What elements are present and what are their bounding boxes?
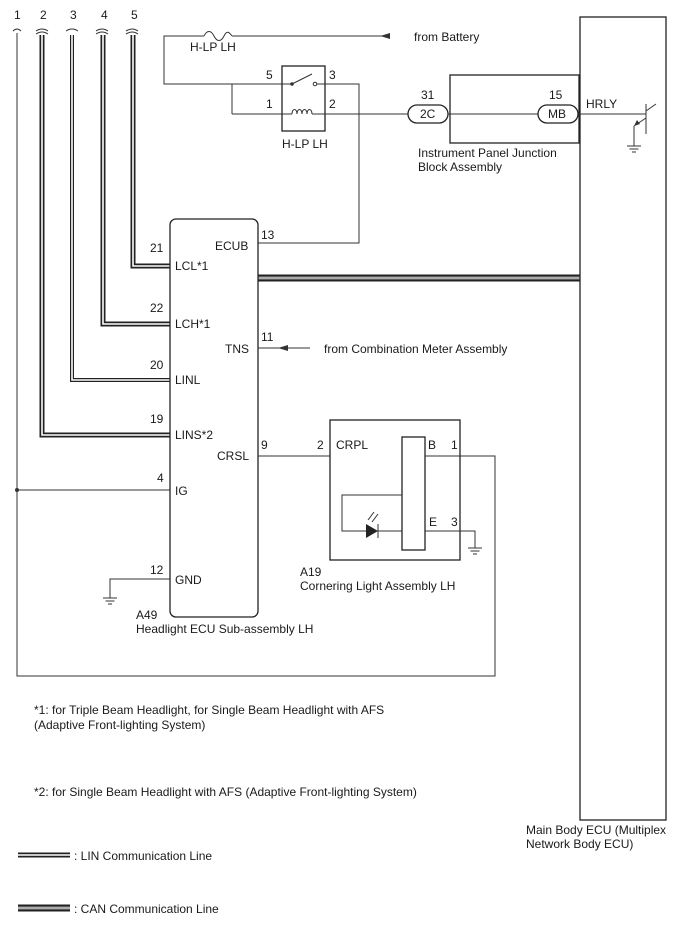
gnd-pin-num: 12 [150, 563, 164, 577]
cornering-b-num: 1 [451, 438, 458, 452]
from-battery-arrow [380, 33, 390, 39]
note-1-line-1: *1: for Triple Beam Headlight, for Singl… [34, 703, 384, 717]
relay-contact-ring [312, 81, 318, 87]
cornering-name: Cornering Light Assembly LH [300, 579, 455, 593]
ig-wire [16, 33, 496, 677]
lins-pin-num: 19 [150, 412, 164, 426]
wire-number-4: 4 [101, 8, 108, 22]
junction-pin-15: 15 [549, 88, 563, 102]
wire-number-3: 3 [70, 8, 77, 22]
junction-block-box [449, 74, 580, 144]
crpl-pin-label: CRPL [336, 438, 368, 452]
transistor-arrow [634, 120, 640, 126]
relay-pin-1: 1 [266, 97, 273, 111]
relay-pin-3: 3 [329, 68, 336, 82]
cornering-ic-box [401, 436, 426, 551]
tns-arrow [278, 345, 288, 351]
lch-pin-label: LCH*1 [175, 317, 211, 331]
cornering-e-wire [425, 530, 476, 548]
junction-name-1: Instrument Panel Junction [418, 146, 557, 160]
hrly-label: HRLY [586, 97, 617, 111]
legend-can-label: : CAN Communication Line [74, 902, 219, 916]
fuse-icon [203, 31, 233, 41]
legend-lin-label: : LIN Communication Line [74, 849, 212, 863]
junction-name-2: Block Assembly [418, 160, 502, 174]
led-icon [366, 524, 378, 538]
relay-contact-dot [290, 82, 294, 86]
lin-wire-2 [39, 35, 170, 438]
linl-wire [70, 35, 170, 382]
relay-pin-5: 5 [266, 68, 273, 82]
wire-number-5: 5 [131, 8, 138, 22]
tns-pin-num: 11 [261, 330, 274, 344]
main-body-ecu-label-2: Network Body ECU) [526, 837, 633, 851]
junction-pin-31: 31 [421, 88, 435, 102]
lch-pin-num: 22 [150, 301, 164, 315]
ground-icon-cornering [468, 547, 482, 555]
headlight-ecu-name: Headlight ECU Sub-assembly LH [136, 622, 313, 636]
wire-number-1: 1 [14, 8, 21, 22]
lins-pin-label: LINS*2 [175, 428, 213, 442]
relay-box [281, 65, 326, 132]
wire-break-marks [12, 28, 139, 35]
linl-pin-num: 20 [150, 358, 164, 372]
relay-label: H-LP LH [282, 137, 328, 151]
crpl-pin-num: 2 [317, 438, 324, 452]
lin-wire-4 [100, 35, 170, 327]
led-light-rays-icon [367, 511, 379, 523]
note-1-line-2: (Adaptive Front-lighting System) [34, 718, 205, 732]
transistor-icon [633, 103, 657, 146]
battery-feed [163, 35, 390, 115]
lcl-pin-num: 21 [150, 241, 164, 255]
lin-wire-5 [130, 35, 170, 269]
crsl-pin-num: 9 [261, 438, 268, 452]
linl-pin-label: LINL [175, 373, 201, 387]
from-battery-label: from Battery [414, 30, 479, 44]
ecub-pin-label: ECUB [215, 239, 248, 253]
ecub-pin-num: 13 [261, 228, 275, 242]
relay-pin-2: 2 [329, 97, 336, 111]
cornering-code: A19 [300, 565, 322, 579]
cornering-e-num: 3 [451, 515, 458, 529]
ground-icon-ecu [103, 597, 117, 605]
lcl-pin-label: LCL*1 [175, 259, 209, 273]
headlight-ecu-box [169, 218, 259, 618]
wire-number-2: 2 [40, 8, 47, 22]
ig-junction-dot [15, 488, 19, 492]
headlight-ecu-code: A49 [136, 608, 158, 622]
relay-coil-icon [282, 109, 325, 115]
tns-pin-label: TNS [225, 342, 249, 356]
cornering-light-box [329, 419, 461, 561]
connector-mb-label: MB [548, 107, 566, 121]
main-body-ecu-box [579, 16, 667, 821]
fuse-label: H-LP LH [190, 40, 236, 54]
gnd-wire [109, 578, 170, 598]
connector-2c-label: 2C [420, 107, 436, 121]
from-combination-label: from Combination Meter Assembly [324, 342, 507, 356]
ecub-wire [258, 83, 360, 244]
ig-pin-label: IG [175, 484, 188, 498]
relay-switch-icon [282, 73, 325, 85]
ig-pin-num: 4 [157, 471, 164, 485]
note-2: *2: for Single Beam Headlight with AFS (… [34, 785, 417, 799]
gnd-pin-label: GND [175, 573, 202, 587]
main-body-ecu-label-1: Main Body ECU (Multiplex [526, 823, 666, 837]
cornering-e-label: E [429, 515, 437, 529]
ground-icon-hrly [627, 145, 641, 153]
crsl-pin-label: CRSL [217, 449, 249, 463]
cornering-b-label: B [428, 438, 436, 452]
